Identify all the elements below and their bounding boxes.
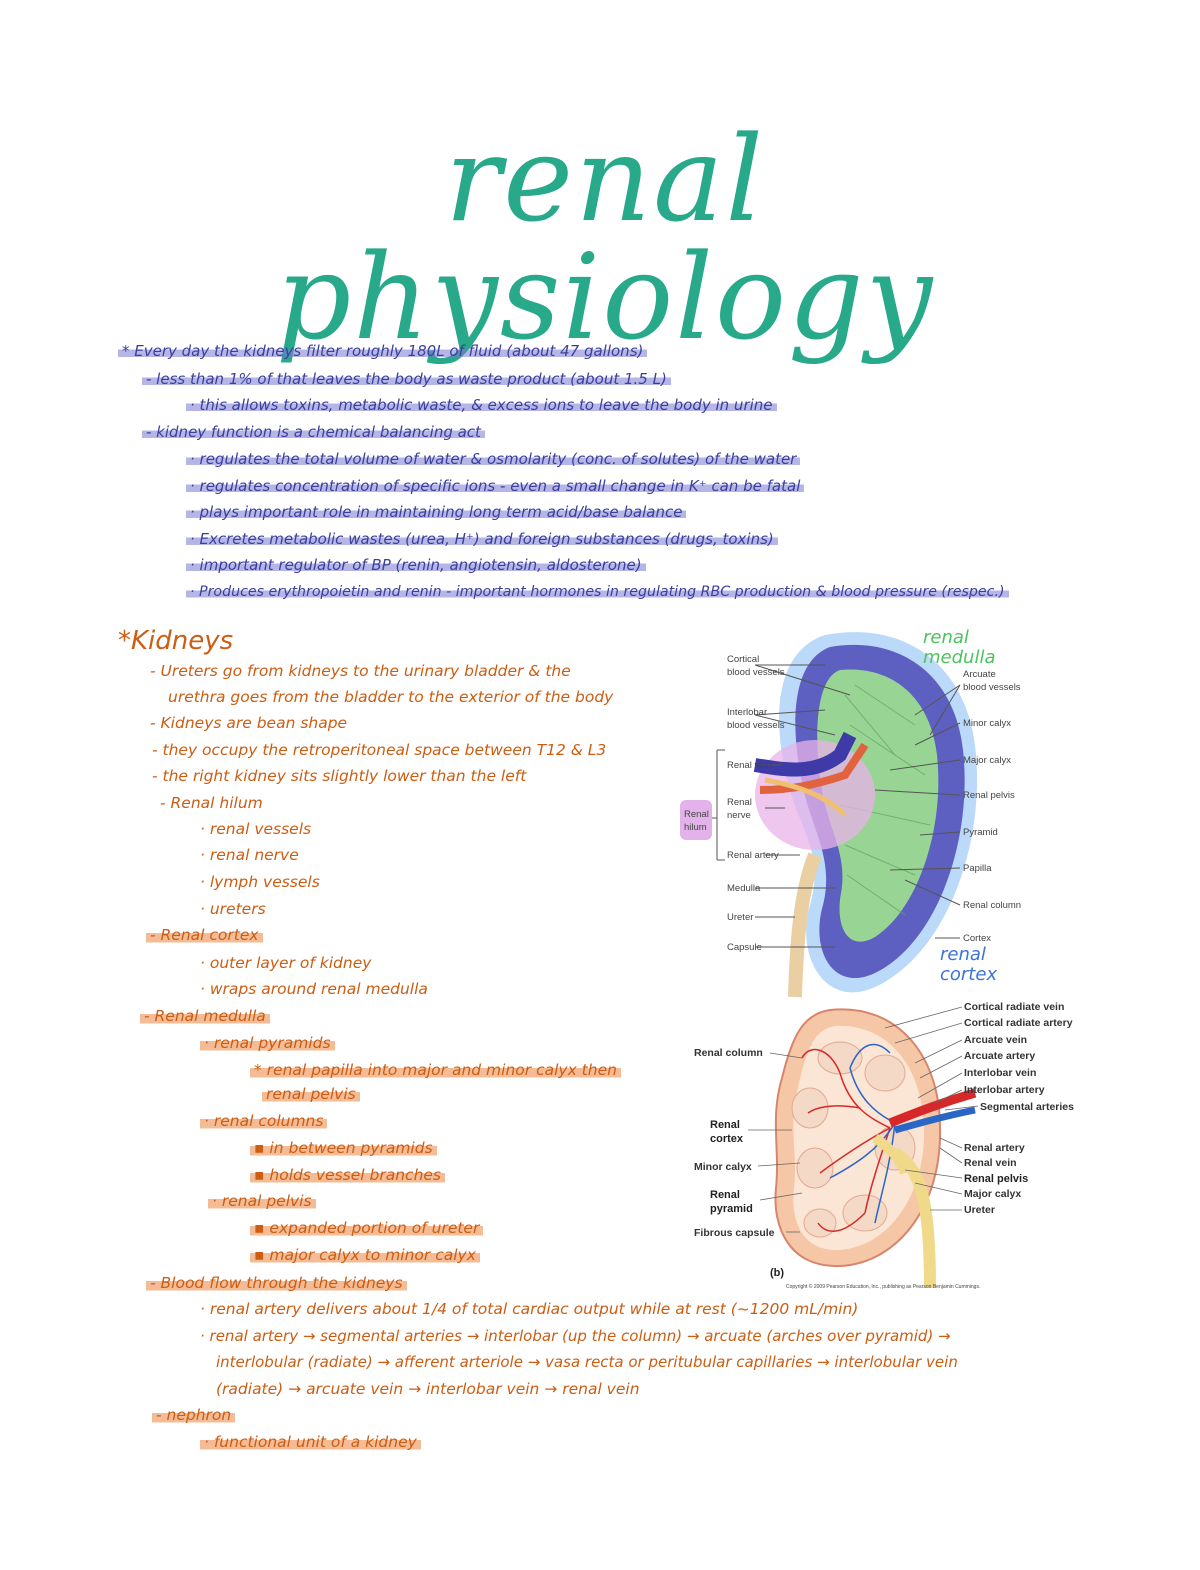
note-line: ▪ holds vessel branches: [250, 1167, 446, 1184]
intro-line: · plays important role in maintaining lo…: [186, 505, 687, 520]
note-line: ▪ expanded portion of ureter: [250, 1220, 484, 1237]
intro-line: · Excretes metabolic wastes (urea, H⁺) a…: [186, 532, 778, 547]
label-renal-vein: Renal vein: [964, 1157, 1017, 1169]
note-line: - Kidneys are bean shape: [150, 714, 348, 732]
label-cortical-radiate-artery: Cortical radiate artery: [964, 1017, 1073, 1029]
note-line: * renal papilla into major and minor cal…: [250, 1062, 621, 1079]
intro-line: · regulates the total volume of water & …: [186, 452, 801, 467]
note-line: urethra goes from the bladder to the ext…: [168, 688, 614, 706]
label-ureter: Ureter: [964, 1204, 995, 1216]
note-line: - they occupy the retroperitoneal space …: [152, 741, 607, 759]
note-line: · renal vessels: [200, 820, 312, 838]
intro-line: * Every day the kidneys filter roughly 1…: [118, 344, 648, 359]
label-fibrous-capsule: Fibrous capsule: [694, 1227, 775, 1239]
note-line: - nephron: [152, 1407, 236, 1424]
intro-line: · Produces erythropoietin and renin - im…: [186, 585, 1009, 600]
copyright-text: Copyright © 2009 Pearson Education, Inc.…: [786, 1283, 980, 1290]
label-minor-calyx: Minor calyx: [694, 1161, 752, 1173]
label-pyramid: Pyramid: [963, 827, 998, 838]
panel-label: (b): [770, 1267, 784, 1279]
hilum-highlight: [680, 800, 712, 840]
label-arcuate-artery: Arcuate artery: [964, 1050, 1035, 1062]
note-line: (radiate) → arcuate vein → interlobar ve…: [216, 1380, 640, 1398]
label-ureter: Ureter: [727, 912, 753, 923]
note-line: · ureters: [200, 900, 266, 918]
intro-line: · important regulator of BP (renin, angi…: [186, 558, 646, 573]
label-major-calyx: Major calyx: [963, 755, 1011, 766]
note-line: - Blood flow through the kidneys: [146, 1275, 407, 1292]
label-renal-pyramid: Renal: [710, 1189, 740, 1201]
page-title: renal physiology: [275, 110, 935, 366]
note-line: · renal pelvis: [208, 1193, 316, 1210]
label-renal-pelvis: Renal pelvis: [964, 1173, 1028, 1185]
intro-line: - kidney function is a chemical balancin…: [142, 425, 485, 440]
label-renal-hilum: hilum: [684, 822, 707, 833]
label-renal-pelvis: Renal pelvis: [963, 790, 1015, 801]
label-renal-artery: Renal artery: [964, 1142, 1025, 1154]
label-arcuate-blood-vessels: Arcuate: [963, 669, 996, 680]
label-papilla: Papilla: [963, 863, 992, 874]
label-renal-nerve: nerve: [727, 810, 751, 821]
hand-label-renal-cortex: cortex: [940, 964, 997, 985]
label-renal-pyramid: pyramid: [710, 1203, 753, 1215]
label-cortex: Cortex: [963, 933, 991, 944]
note-line: - Ureters go from kidneys to the urinary…: [150, 662, 571, 680]
label-interlobar-blood-vessels: Interlobar: [727, 707, 767, 718]
label-cortical-radiate-vein: Cortical radiate vein: [964, 1001, 1064, 1013]
label-arcuate-vein: Arcuate vein: [964, 1034, 1027, 1046]
note-line: interlobular (radiate) → afferent arteri…: [216, 1353, 958, 1371]
note-line: · renal columns: [200, 1113, 328, 1130]
label-cortical-blood-vessels: blood vessels: [727, 667, 785, 678]
section-heading: *Kidneys: [118, 626, 234, 656]
note-line: renal pelvis: [262, 1086, 360, 1103]
label-arcuate-blood-vessels: blood vessels: [963, 682, 1021, 693]
label-major-calyx: Major calyx: [964, 1188, 1021, 1200]
label-renal-column: Renal column: [694, 1047, 763, 1059]
label-interlobar-vein: Interlobar vein: [964, 1067, 1036, 1079]
note-line: - Renal medulla: [140, 1008, 270, 1025]
label-renal-artery: Renal artery: [727, 850, 779, 861]
label-minor-calyx: Minor calyx: [963, 718, 1011, 729]
label-cortical-blood-vessels: Cortical: [727, 654, 759, 665]
label-medulla: Medulla: [727, 883, 761, 894]
note-line: ▪ in between pyramids: [250, 1140, 437, 1157]
note-line: - Renal cortex: [146, 927, 263, 944]
intro-line: · regulates concentration of specific io…: [186, 479, 805, 494]
note-line: · renal pyramids: [200, 1035, 335, 1052]
label-renal-column: Renal column: [963, 900, 1021, 911]
note-line: · functional unit of a kidney: [200, 1434, 421, 1451]
label-capsule: Capsule: [727, 942, 762, 953]
kidney-diagram-b: Cortical radiate vein Cortical radiate a…: [694, 1001, 1074, 1290]
label-renal-cortex: cortex: [710, 1133, 744, 1145]
label-segmental-arteries: Segmental arteries: [980, 1101, 1074, 1113]
label-renal-hilum: Renal: [684, 809, 709, 820]
note-line: · outer layer of kidney: [200, 954, 372, 972]
label-renal-vein: Renal vein: [727, 760, 772, 771]
note-line: · renal artery → segmental arteries → in…: [200, 1327, 951, 1345]
note-line: · renal nerve: [200, 846, 299, 864]
note-line: - the right kidney sits slightly lower t…: [152, 767, 527, 785]
label-interlobar-artery: Interlobar artery: [964, 1084, 1045, 1096]
intro-line: - less than 1% of that leaves the body a…: [142, 372, 671, 387]
note-line: · lymph vessels: [200, 873, 320, 891]
label-interlobar-blood-vessels: blood vessels: [727, 720, 785, 731]
intro-line: · this allows toxins, metabolic waste, &…: [186, 398, 777, 413]
hand-label-renal-cortex: renal: [940, 944, 986, 965]
note-line: · wraps around renal medulla: [200, 980, 428, 998]
hand-label-renal-medulla: medulla: [923, 647, 995, 668]
label-renal-cortex: Renal: [710, 1119, 740, 1131]
kidney-diagram-a: Cortical blood vessels Interlobar blood …: [680, 627, 1021, 998]
hand-label-renal-medulla: renal: [923, 627, 969, 648]
label-renal-nerve: Renal: [727, 797, 752, 808]
note-line: - Renal hilum: [160, 794, 263, 812]
note-line: · renal artery delivers about 1/4 of tot…: [200, 1300, 859, 1318]
note-line: ▪ major calyx to minor calyx: [250, 1247, 480, 1264]
